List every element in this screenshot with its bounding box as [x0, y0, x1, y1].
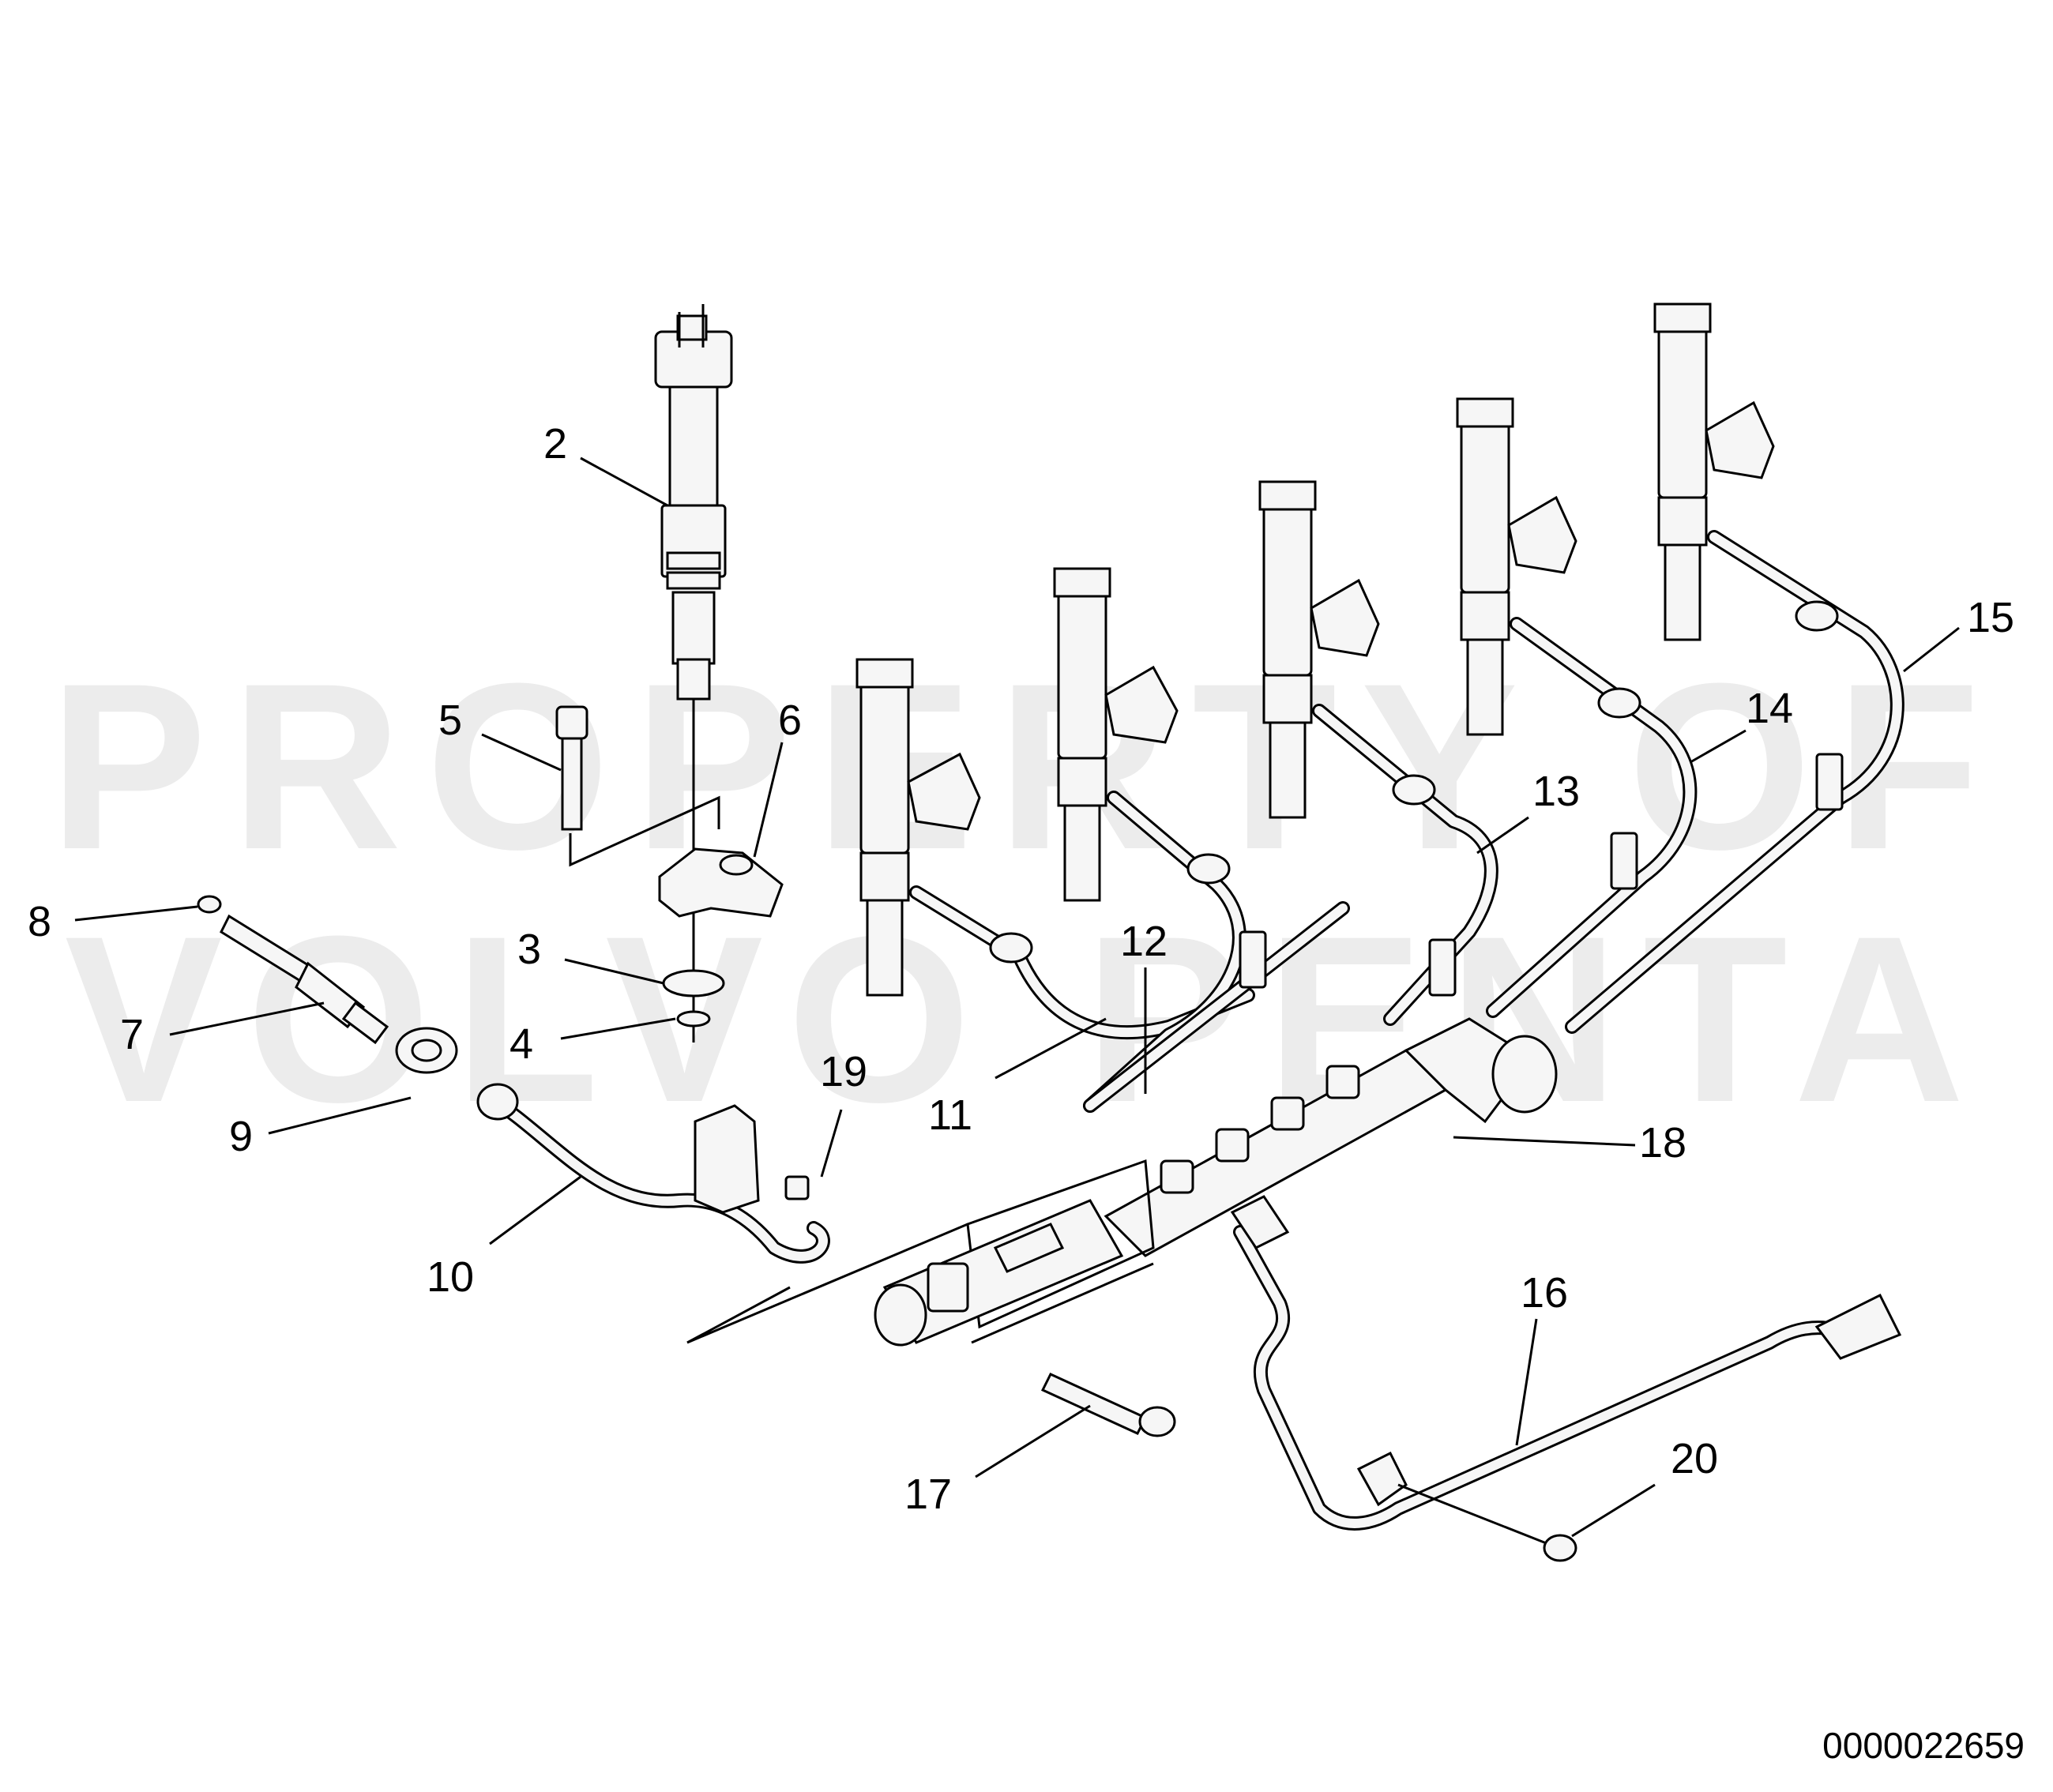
callout-2: 2 — [543, 420, 568, 468]
callout-7: 7 — [120, 1011, 145, 1058]
common-rail-icon — [1104, 1017, 1558, 1257]
callout-10: 10 — [427, 1253, 475, 1301]
callout-15: 15 — [1967, 594, 2015, 641]
callout-5: 5 — [438, 697, 463, 744]
bolt-icon — [1040, 1373, 1176, 1437]
callout-3: 3 — [517, 926, 542, 973]
callout-17: 17 — [904, 1471, 953, 1518]
bolt-icon — [555, 705, 588, 831]
fuel-injector-icon — [1053, 567, 1179, 902]
callout-16: 16 — [1521, 1269, 1569, 1317]
callout-6: 6 — [778, 697, 803, 744]
callout-14: 14 — [1746, 685, 1794, 732]
callout-11: 11 — [928, 1091, 973, 1139]
callout-9: 9 — [229, 1113, 254, 1160]
fuel-injector-icon — [654, 304, 733, 1043]
fuel-injector-icon — [1456, 397, 1577, 736]
clamp-bracket-icon — [658, 847, 784, 918]
callout-8: 8 — [28, 898, 52, 945]
document-number: 0000022659 — [1822, 1725, 2025, 1766]
callout-4: 4 — [509, 1020, 534, 1068]
watermark-line-1: PROPERTY OF — [49, 633, 2004, 899]
o-ring-icon — [662, 969, 725, 997]
callout-19: 19 — [820, 1048, 868, 1095]
fuel-injector-icon — [855, 658, 981, 997]
callout-12: 12 — [1120, 918, 1168, 965]
callout-13: 13 — [1532, 768, 1581, 815]
fuel-injector-icon — [1653, 302, 1775, 641]
callout-20: 20 — [1671, 1435, 1719, 1482]
bolt-icon — [1397, 1483, 1577, 1562]
fuel-injector-icon — [1258, 480, 1380, 819]
callout-18: 18 — [1639, 1119, 1687, 1166]
